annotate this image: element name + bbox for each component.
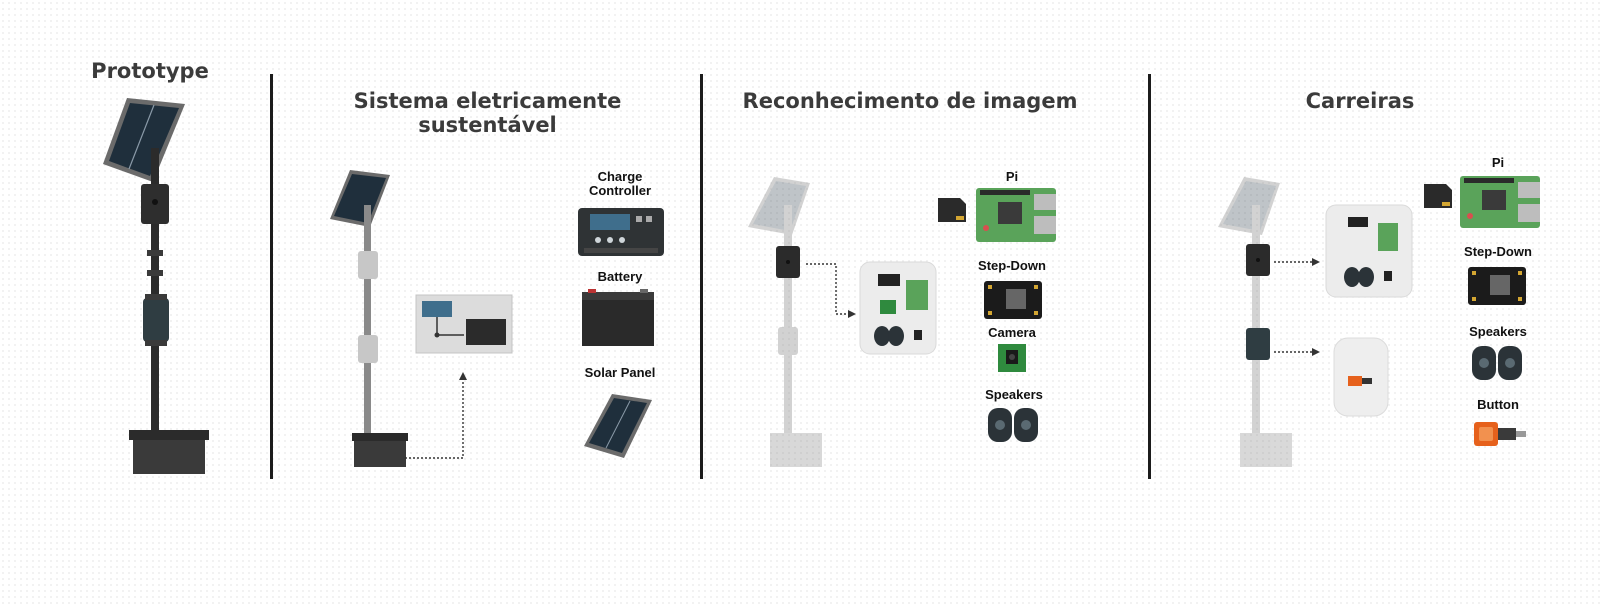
sustainable-system-heading-line2: sustentável (418, 112, 557, 137)
dotted-connector-3 (1274, 258, 1320, 266)
section-divider-2 (700, 74, 703, 479)
pi-label-1: Pi (1005, 169, 1019, 184)
button-housing-on-pole-icon (1246, 328, 1270, 360)
pi-label-2: Pi (1491, 155, 1505, 170)
charge-controller-label: Charge Controller (570, 170, 670, 197)
prototype-heading: Prototype (91, 59, 209, 83)
speakers-label-1: Speakers (985, 387, 1043, 402)
camera-module-icon (998, 344, 1026, 372)
careers-pole-illustration (1218, 177, 1292, 467)
charge-controller-label-line1: Charge (597, 169, 643, 184)
camera-housing-on-pole-icon (776, 246, 800, 278)
speakers-label-2: Speakers (1469, 324, 1527, 339)
charge-controller-label-line2: Controller (588, 182, 652, 198)
button-label: Button (1477, 397, 1519, 412)
battery-label: Battery (597, 269, 643, 284)
camera-housing-on-pole-icon-2 (1246, 244, 1270, 276)
sd-card-icon (938, 198, 966, 222)
section-divider-3 (1148, 74, 1151, 479)
sd-card-icon-2 (1424, 184, 1452, 208)
speakers-icon-1 (988, 408, 1038, 442)
sustainable-system-heading: Sistema eletricamente sustentável (330, 89, 645, 137)
image-recognition-pole-illustration (748, 177, 822, 467)
solar-panel-component-icon (584, 394, 652, 458)
step-down-converter-icon-1 (984, 281, 1042, 319)
step-down-converter-icon-2 (1468, 267, 1526, 305)
step-down-label-1: Step-Down (978, 258, 1046, 273)
charge-controller-icon (578, 208, 664, 256)
careers-enclosure-illustration (1325, 204, 1413, 298)
careers-heading: Carreiras (1305, 89, 1415, 113)
camera-label: Camera (988, 325, 1036, 340)
section-divider-1 (270, 74, 273, 479)
button-enclosure-illustration (1333, 337, 1389, 417)
sustainable-pole-illustration (330, 170, 408, 467)
push-button-icon (1474, 422, 1526, 446)
solar-panel-label: Solar Panel (584, 365, 656, 380)
enclosure-illustration (859, 261, 937, 355)
image-recognition-heading: Reconhecimento de imagem (742, 89, 1078, 113)
dotted-connector-2 (806, 263, 856, 318)
battery-icon (582, 289, 654, 346)
sustainable-system-heading-line1: Sistema eletricamente (353, 89, 622, 113)
raspberry-pi-board-icon-2 (1460, 176, 1540, 228)
dotted-connector-1 (405, 372, 467, 459)
solar-panel-icon (103, 98, 185, 182)
prototype-pole-illustration (103, 98, 209, 474)
battery-box-illustration (415, 294, 513, 354)
raspberry-pi-board-icon-1 (976, 188, 1056, 242)
dotted-connector-4 (1274, 348, 1320, 356)
step-down-label-2: Step-Down (1464, 244, 1532, 259)
speakers-icon-2 (1472, 346, 1522, 380)
